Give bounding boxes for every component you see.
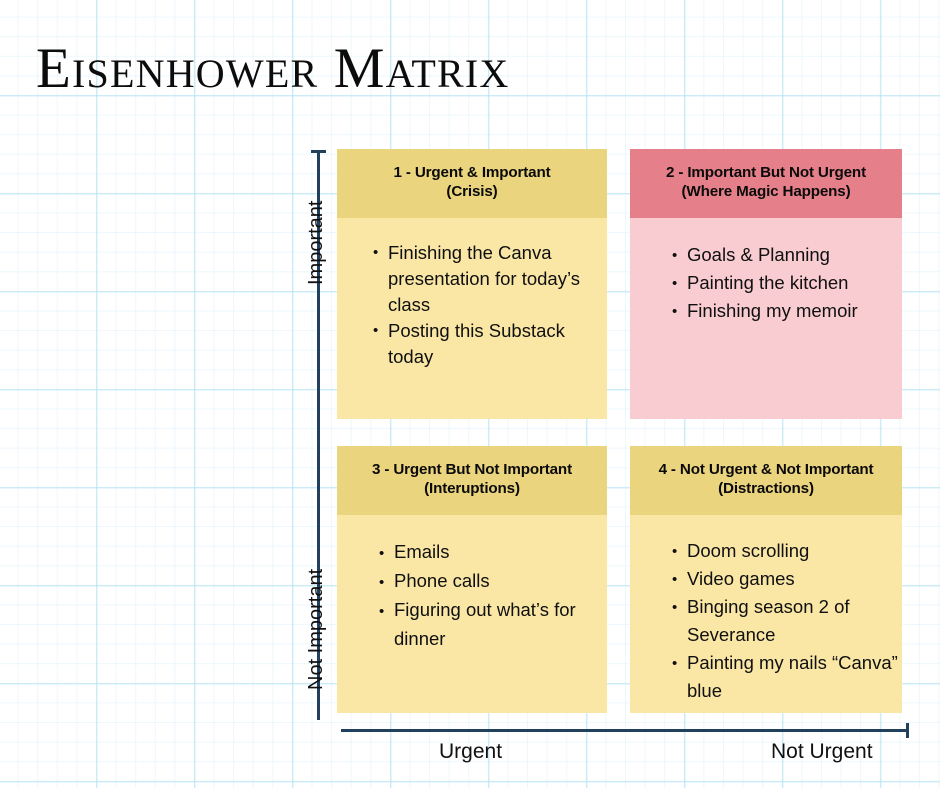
quadrant-1-body: Finishing the Canva presentation for tod… <box>337 218 607 419</box>
x-axis-label-not-urgent: Not Urgent <box>771 740 873 763</box>
quadrant-3-header: 3 - Urgent But Not Important (Interuptio… <box>337 446 607 515</box>
quadrant-2-header-line1: 2 - Important But Not Urgent <box>666 164 866 181</box>
x-axis-label-urgent: Urgent <box>439 740 503 763</box>
y-axis-top-tick <box>311 150 326 153</box>
quadrant-1-header-line1: 1 - Urgent & Important <box>393 164 551 181</box>
quadrant-2-header-line2: (Where Magic Happens) <box>681 183 851 200</box>
quadrant-3-body: EmailsPhone callsFiguring out what’s for… <box>337 515 607 713</box>
quadrant-3-header-line2: (Interuptions) <box>424 480 520 497</box>
quadrant-4-header-line1: 4 - Not Urgent & Not Important <box>658 461 874 478</box>
list-item: Painting my nails “Canva” blue <box>672 649 902 705</box>
quadrant-1-header: 1 - Urgent & Important (Crisis) <box>337 149 607 218</box>
list-item: Doom scrolling <box>672 537 902 566</box>
quadrant-1-urgent-important: 1 - Urgent & Important (Crisis) Finishin… <box>337 149 607 419</box>
list-item: Goals & Planning <box>672 241 902 270</box>
quadrant-4-task-list: Doom scrollingVideo gamesBinging season … <box>630 515 902 705</box>
list-item: Figuring out what’s for dinner <box>379 595 607 653</box>
quadrant-3-task-list: EmailsPhone callsFiguring out what’s for… <box>337 515 607 653</box>
list-item: Posting this Substack today <box>373 318 607 370</box>
y-axis-line <box>317 150 320 720</box>
x-axis-line <box>341 729 909 732</box>
quadrant-4-header-line2: (Distractions) <box>718 480 814 497</box>
list-item: Phone calls <box>379 566 607 597</box>
quadrant-4-body: Doom scrollingVideo gamesBinging season … <box>630 515 902 713</box>
y-axis-label-important: Important <box>305 200 327 285</box>
x-axis-end-tick <box>906 723 909 738</box>
quadrant-2-body: Goals & PlanningPainting the kitchenFini… <box>630 218 902 419</box>
list-item: Finishing my memoir <box>672 297 902 326</box>
page-title: Eisenhower Matrix <box>36 37 510 100</box>
list-item: Finishing the Canva presentation for tod… <box>373 240 607 318</box>
quadrant-2-important-not-urgent: 2 - Important But Not Urgent (Where Magi… <box>630 149 902 419</box>
list-item: Painting the kitchen <box>672 269 902 298</box>
quadrant-2-header: 2 - Important But Not Urgent (Where Magi… <box>630 149 902 218</box>
quadrant-3-header-line1: 3 - Urgent But Not Important <box>372 461 572 478</box>
quadrant-4-not-urgent-not-important: 4 - Not Urgent & Not Important (Distract… <box>630 446 902 713</box>
y-axis-label-not-important: Not Important <box>305 568 327 690</box>
list-item: Binging season 2 of Severance <box>672 593 902 649</box>
quadrant-1-task-list: Finishing the Canva presentation for tod… <box>337 218 607 370</box>
list-item: Emails <box>379 537 607 568</box>
quadrant-4-header: 4 - Not Urgent & Not Important (Distract… <box>630 446 902 515</box>
quadrant-1-header-line2: (Crisis) <box>446 183 498 200</box>
quadrant-2-task-list: Goals & PlanningPainting the kitchenFini… <box>630 218 902 326</box>
quadrant-3-urgent-not-important: 3 - Urgent But Not Important (Interuptio… <box>337 446 607 713</box>
list-item: Video games <box>672 565 902 594</box>
